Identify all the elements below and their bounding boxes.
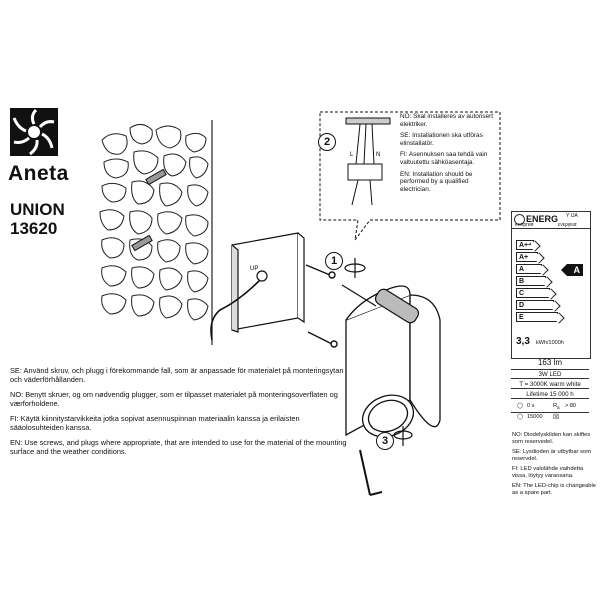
consumption-unit: kWh/1000h	[536, 340, 564, 346]
note-se: SE: Installationen ska utföras elinstall…	[400, 132, 483, 147]
led-note-no: NO: Diodelyskilden kan skiftes som reser…	[512, 432, 591, 445]
power-cable	[210, 279, 261, 341]
wall-plug	[131, 168, 167, 252]
consumption-value: 3,3	[516, 336, 530, 347]
wire-label-n: N	[376, 152, 380, 158]
spec-lumen: 163 lm	[511, 358, 589, 370]
spec-icons-row-2: ◯ 15000 ☒	[511, 413, 589, 424]
eu-flag-icon	[514, 214, 525, 225]
energy-class-b: B	[516, 276, 546, 286]
mounting-plate	[231, 232, 305, 333]
step-marker-3: 3	[376, 432, 394, 450]
aneta-logo	[10, 108, 58, 156]
energy-label: ENERG Y IJA енергия ενεργεια A++ A+ A B …	[511, 211, 591, 359]
energy-header-right: Y IJA	[566, 213, 578, 219]
energy-label-header: ENERG Y IJA енергия ενεργεια	[512, 212, 590, 229]
step-marker-2: 2	[318, 133, 336, 151]
spec-ra: > 80	[565, 403, 577, 409]
sun-logo-icon	[10, 108, 58, 156]
bulb-icon: ◯	[517, 403, 524, 409]
rotate-arrow-icon	[344, 258, 413, 446]
hex-key	[359, 449, 383, 496]
installation-illustration: UP L N	[99, 111, 501, 496]
energy-class-a: A	[516, 264, 542, 274]
energy-class-c: C	[516, 288, 550, 298]
energy-class-d: D	[516, 300, 554, 310]
led-note-fi: FI: LED valolähde vaihdetta vissa, löyty…	[512, 466, 584, 479]
spec-warmup: 0 s	[527, 403, 535, 409]
energy-class-a-plus-plus: A++	[516, 240, 534, 250]
spec-color-temp: T = 3000K warm white	[511, 381, 589, 389]
brand-name: Aneta	[8, 162, 69, 185]
model-number: 13620	[10, 219, 58, 238]
energy-header-title: ENERG	[526, 214, 559, 224]
spec-switch-cycles: 15000	[527, 414, 543, 420]
mount-up-label: UP	[250, 266, 258, 272]
led-notes: NO: Diodelyskilden kan skiftes som reser…	[512, 432, 598, 500]
energy-header-sub-right: ενεργεια	[558, 222, 577, 228]
led-note-en: EN: The LED-chip is changeable as a spar…	[512, 483, 596, 496]
stone-wall	[99, 124, 209, 321]
energy-class-a-plus: A+	[516, 252, 538, 262]
energy-header-sub-left: енергия	[515, 222, 534, 228]
spec-icons-row-1: ◯ 0 s Ra > 80	[511, 402, 589, 413]
mounting-note-en: EN: Use screws, and plugs where appropri…	[10, 438, 347, 456]
note-en: EN: Installation should be performed by …	[400, 170, 473, 193]
screwdriver	[341, 284, 420, 324]
note-no: NO: Skal installeres av autorisert elekt…	[400, 113, 494, 128]
switch-icon: ◯	[517, 414, 524, 420]
model-name: UNION	[10, 200, 65, 219]
spec-power: 3W LED	[511, 371, 589, 379]
spec-lifetime: Lifetime 15 000 h	[511, 391, 589, 399]
screw	[305, 264, 338, 348]
wiring-detail	[345, 117, 391, 206]
mounting-note-no: NO: Benytt skruer, og om nødvendig plugg…	[10, 390, 338, 408]
current-class-arrow: A	[561, 264, 583, 276]
no-dimmer-icon: ☒	[553, 414, 560, 421]
ra-icon: Ra	[553, 403, 560, 411]
mounting-note-fi: FI: Käytä kiinnitystarvikkeita jotka sop…	[10, 414, 300, 432]
note-fi: FI: Asennuksen saa tehdä vain valtuutett…	[400, 151, 488, 166]
electrician-notes: NO: Skal installeres av autorisert elekt…	[400, 113, 500, 197]
mounting-notes: SE: Använd skruv, och plugg i förekomman…	[10, 366, 350, 462]
wire-label-l: L	[350, 152, 354, 158]
mounting-note-se: SE: Använd skruv, och plugg i förekomman…	[10, 366, 344, 384]
led-note-se: SE: Lysdioden är utbytbar som reservdel.	[512, 449, 592, 462]
energy-class-e: E	[516, 312, 558, 322]
step-marker-1: 1	[325, 252, 343, 270]
